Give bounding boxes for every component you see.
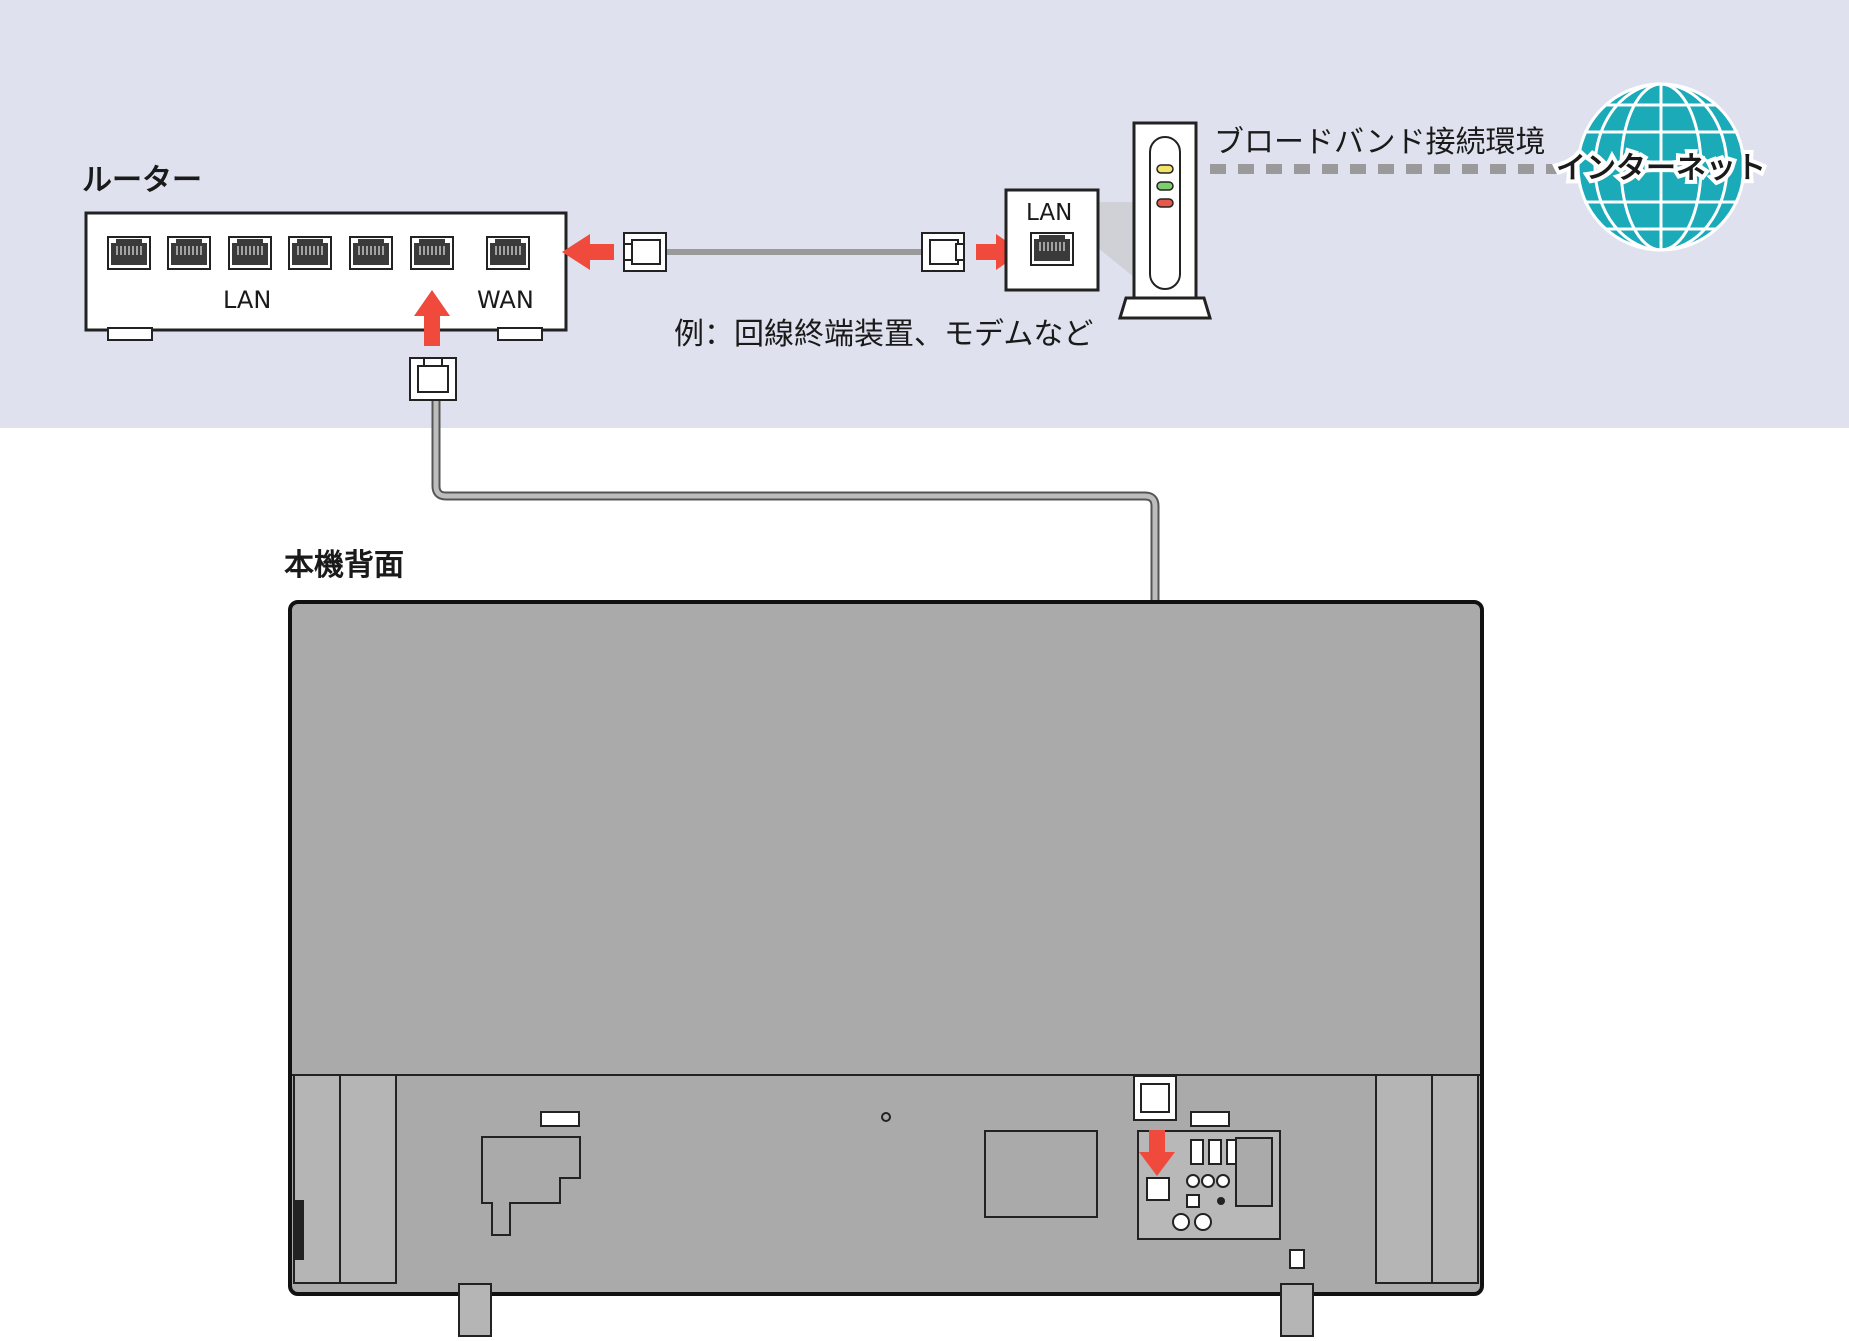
router-title: ルーター	[82, 163, 202, 198]
globe-icon	[1576, 82, 1746, 252]
tv-back-panel-icon	[288, 600, 1484, 1337]
router-wan-port[interactable]	[486, 236, 530, 270]
arrow-icon	[1139, 1130, 1175, 1176]
tv-title: 本機背面	[284, 548, 404, 583]
arrow-icon	[414, 290, 450, 346]
lan-plug-icon	[623, 232, 667, 272]
modem: LAN	[1004, 121, 1213, 320]
router-lan-port-1[interactable]	[107, 236, 151, 270]
internet-label: インターネット	[1556, 151, 1766, 186]
router: LAN WAN	[84, 211, 568, 341]
led-red	[1156, 198, 1174, 208]
modem-lan-label: LAN	[1026, 200, 1072, 226]
router-wan-label: WAN	[477, 286, 534, 314]
broadband-label: ブロードバンド接続環境	[1214, 125, 1546, 160]
router-lan-port-4[interactable]	[288, 236, 332, 270]
router-lan-port-6[interactable]	[410, 236, 454, 270]
lan-plug-icon	[409, 357, 457, 401]
modem-caption: 例：回線終端装置、モデムなど	[674, 317, 1093, 352]
router-lan-port-5[interactable]	[349, 236, 393, 270]
lan-plug-icon	[921, 232, 965, 272]
led-yellow	[1156, 164, 1174, 174]
cable-router-tv	[433, 398, 1158, 1076]
led-green	[1156, 181, 1174, 191]
lan-plug-icon	[1133, 1075, 1177, 1121]
router-lan-label: LAN	[223, 286, 271, 314]
tv-lan-port	[1146, 1177, 1170, 1201]
router-lan-port-2[interactable]	[167, 236, 211, 270]
router-lan-port-3[interactable]	[228, 236, 272, 270]
modem-lan-port[interactable]	[1030, 232, 1074, 266]
arrow-icon	[562, 234, 614, 270]
